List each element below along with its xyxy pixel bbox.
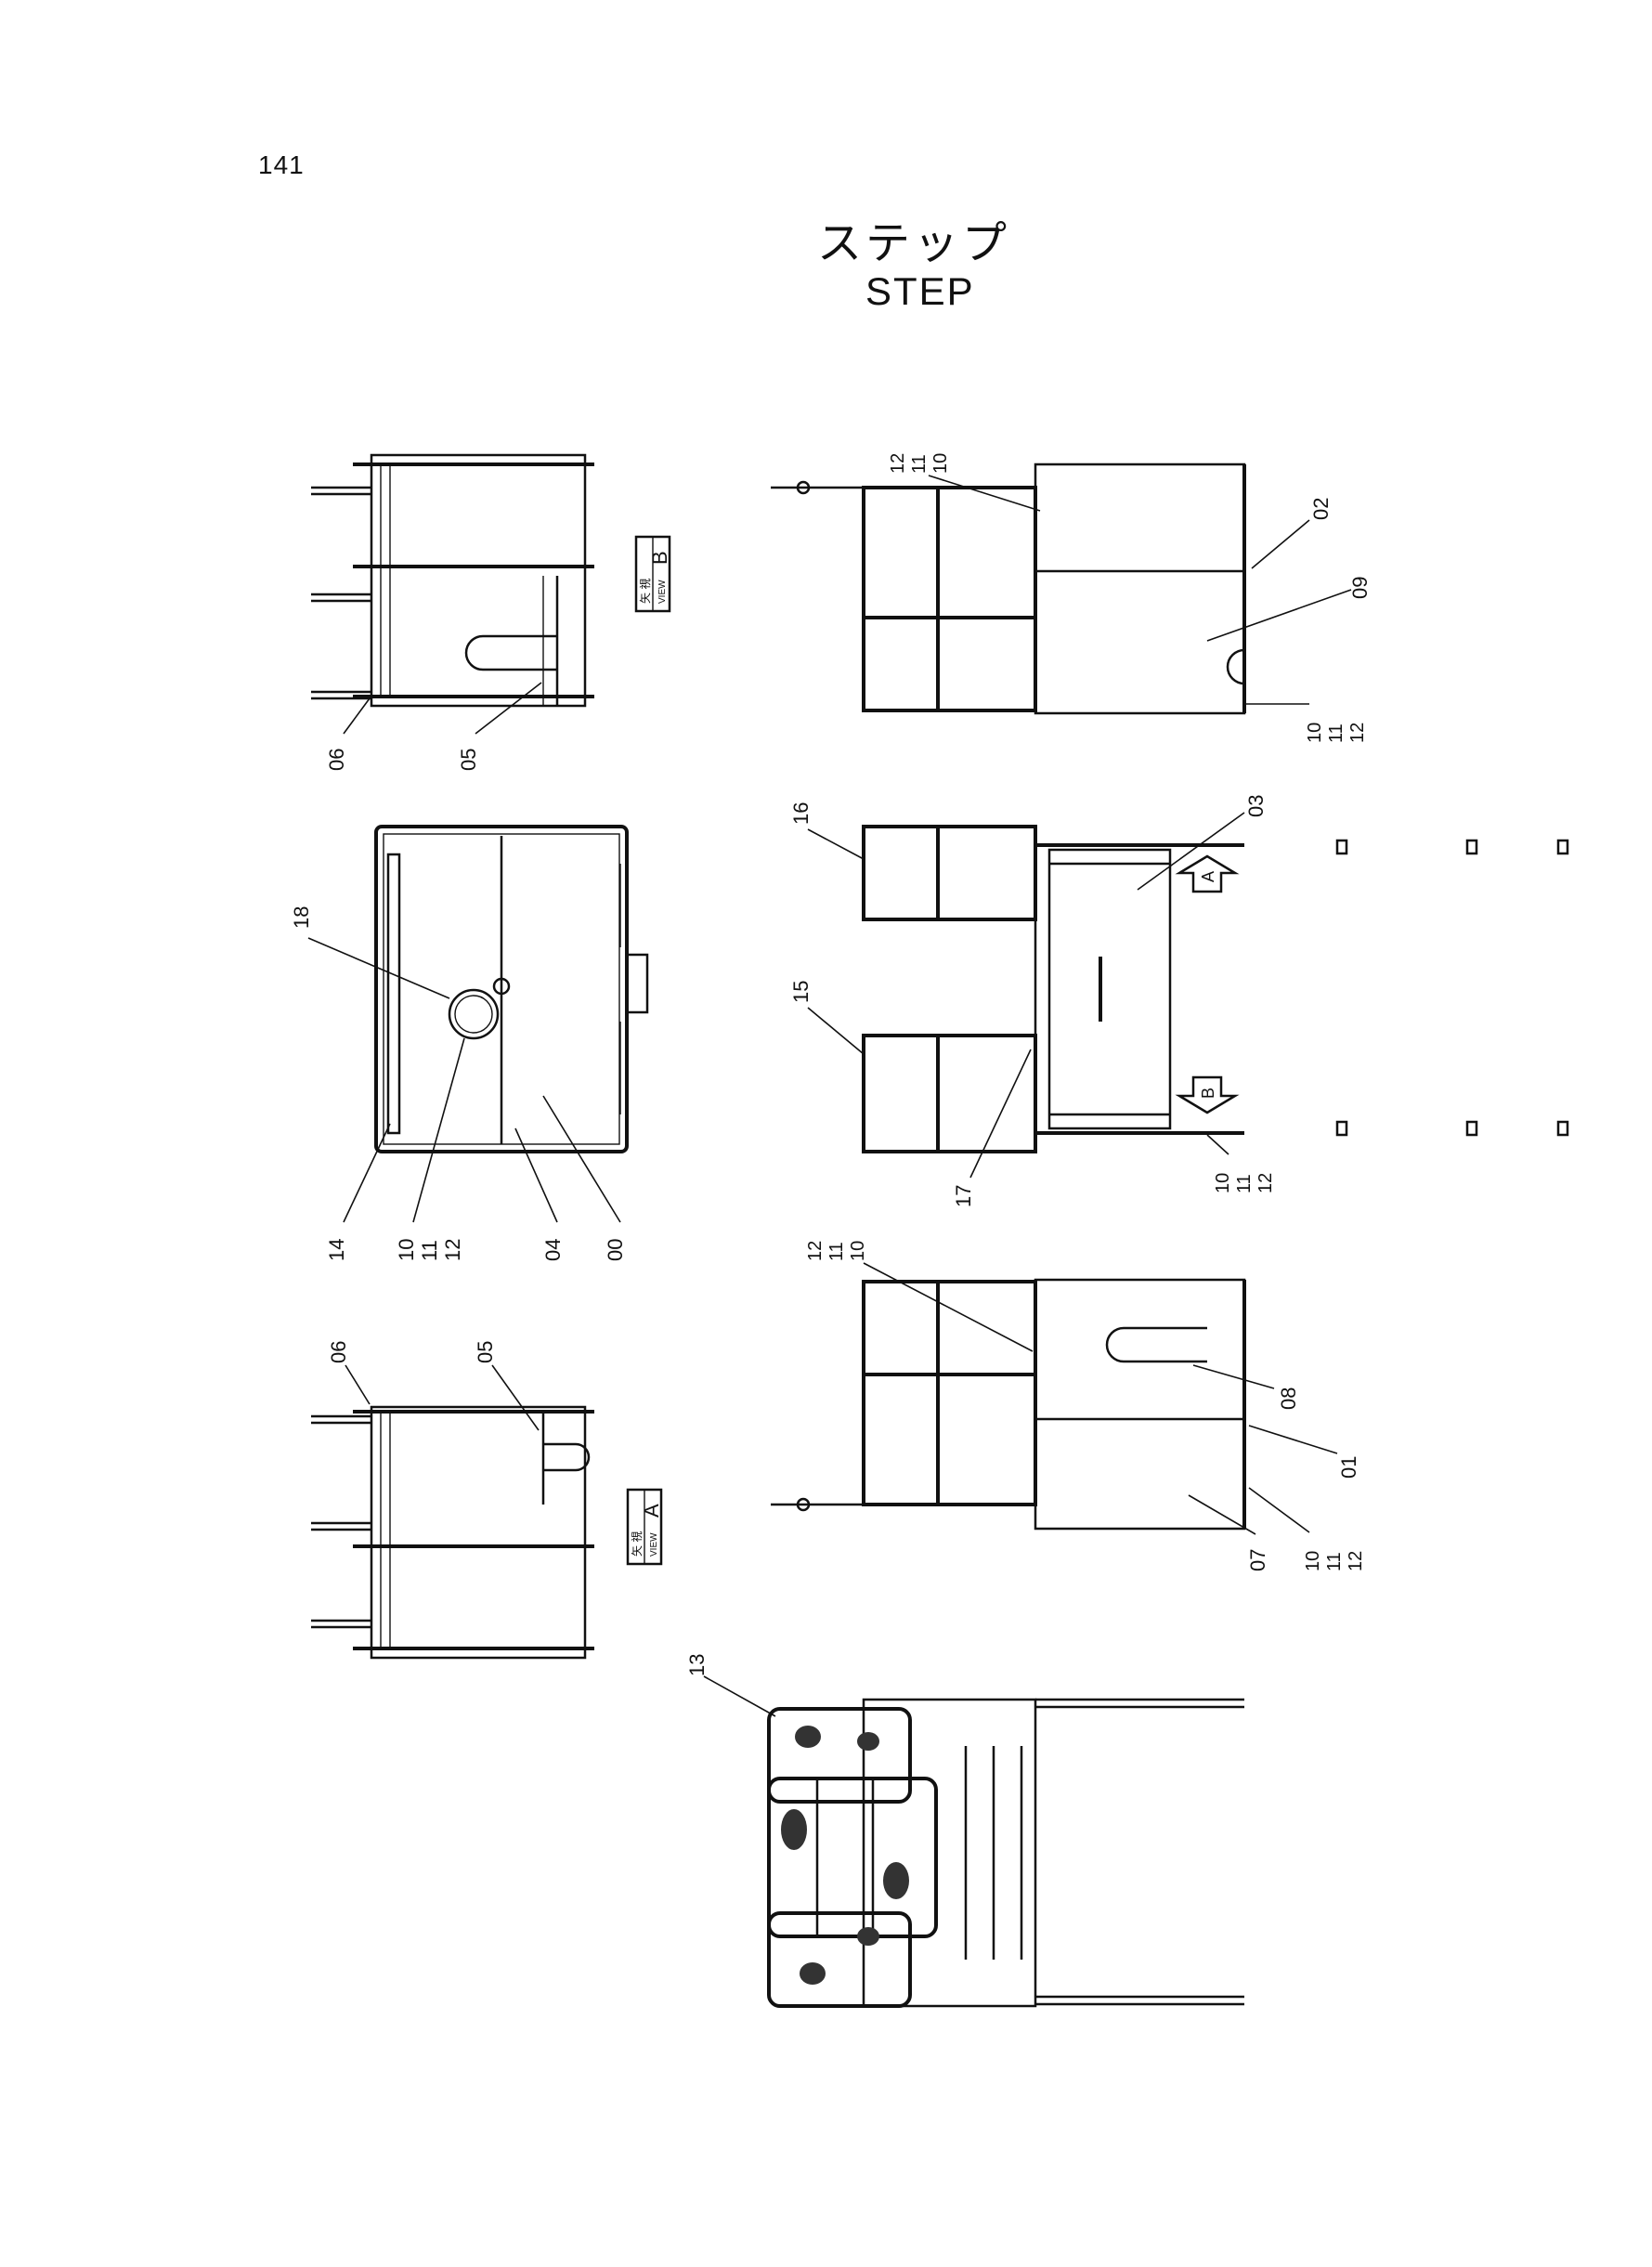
- page-number: 141: [258, 150, 305, 179]
- view-b-kanji: 矢 視: [638, 579, 652, 604]
- view-a-drawing: [311, 1405, 594, 1660]
- callout-11-f: 11: [1234, 1174, 1255, 1193]
- callout-10-f: 10: [1213, 1173, 1233, 1193]
- callout-12-s1: 12: [888, 453, 908, 474]
- view-b-word: VIEW: [657, 580, 668, 604]
- callout-10-s1: 10: [930, 453, 951, 474]
- callout-11-s2: 11: [826, 1242, 847, 1261]
- callout-12-s2b: 12: [1346, 1551, 1366, 1571]
- callout-04: 04: [541, 1239, 565, 1261]
- callout-03: 03: [1244, 795, 1268, 817]
- view-b-drawing: [311, 453, 594, 708]
- callout-10-s1b: 10: [1305, 723, 1325, 743]
- callout-18: 18: [290, 906, 313, 929]
- title-english: STEP: [865, 269, 975, 313]
- callout-17: 17: [952, 1185, 975, 1207]
- callout-01: 01: [1337, 1456, 1360, 1479]
- callout-14: 14: [325, 1239, 348, 1261]
- callout-12-s2: 12: [805, 1241, 826, 1261]
- callout-05-a: 05: [474, 1341, 497, 1363]
- callout-06: 06: [325, 749, 348, 771]
- top-view-drawing: [374, 825, 649, 1153]
- callout-10-s2b: 10: [1303, 1551, 1323, 1571]
- arrow-b-label: B: [1199, 1088, 1217, 1099]
- callout-08: 08: [1277, 1388, 1300, 1410]
- callout-10-s2: 10: [848, 1241, 868, 1261]
- title-japanese: ステップ: [817, 217, 1011, 269]
- view-a-label: 矢 視 VIEW A: [626, 1488, 663, 1566]
- view-a-word: VIEW: [649, 1532, 659, 1557]
- callout-05: 05: [457, 749, 480, 771]
- arrow-a-label: A: [1199, 871, 1217, 882]
- side-view-upper-drawing: [771, 463, 1246, 715]
- bottom-view-drawing: [767, 1698, 1244, 2008]
- view-a-kanji: 矢 視: [630, 1531, 644, 1557]
- callout-09: 09: [1348, 577, 1372, 599]
- callout-00: 00: [604, 1239, 627, 1261]
- view-b-letter: B: [648, 551, 671, 565]
- view-b-label: 矢 視 VIEW B: [634, 535, 671, 613]
- front-view-drawing: A B: [862, 825, 1569, 1153]
- callout-11-s1: 11: [909, 454, 930, 474]
- side-view-lower-drawing: [771, 1278, 1246, 1531]
- callout-10-top: 10: [395, 1239, 418, 1261]
- callout-11-s1b: 11: [1326, 723, 1346, 743]
- callout-11-s2b: 11: [1324, 1552, 1345, 1571]
- view-a-letter: A: [640, 1504, 663, 1518]
- callout-02: 02: [1309, 498, 1333, 520]
- callout-07: 07: [1246, 1549, 1269, 1571]
- callout-06-a: 06: [327, 1341, 350, 1363]
- callout-13: 13: [685, 1654, 709, 1676]
- callout-12-top: 12: [441, 1239, 464, 1261]
- callout-12-s1b: 12: [1347, 723, 1368, 743]
- callout-11-top: 11: [418, 1240, 441, 1261]
- callout-12-f: 12: [1255, 1173, 1276, 1193]
- callout-16: 16: [789, 802, 813, 825]
- callout-15: 15: [789, 981, 813, 1003]
